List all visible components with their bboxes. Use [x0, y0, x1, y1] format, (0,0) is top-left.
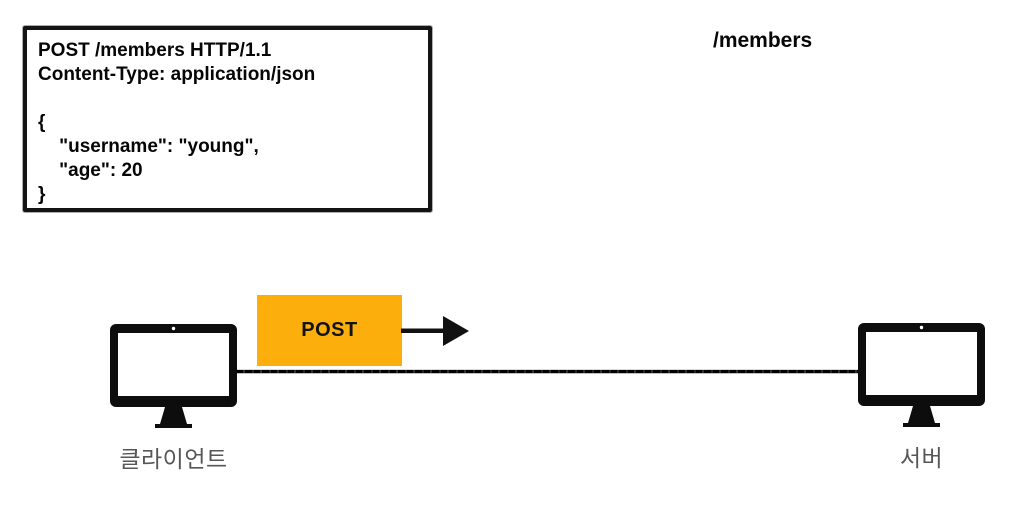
client-label: 클라이언트: [119, 446, 228, 472]
client-node: 클라이언트: [108, 324, 239, 474]
right-arrow-icon: [401, 316, 469, 346]
server-monitor-icon: [858, 323, 985, 427]
http-request-box: POST /members HTTP/1.1 Content-Type: app…: [23, 26, 432, 212]
connection-line: [237, 370, 861, 373]
post-method-label: POST: [301, 319, 358, 341]
post-method-badge: POST: [257, 295, 402, 366]
client-monitor-icon: [110, 324, 237, 428]
server-label: 서버: [899, 445, 944, 471]
server-node: 서버: [857, 323, 986, 473]
endpoint-path-label: /members: [713, 29, 813, 52]
